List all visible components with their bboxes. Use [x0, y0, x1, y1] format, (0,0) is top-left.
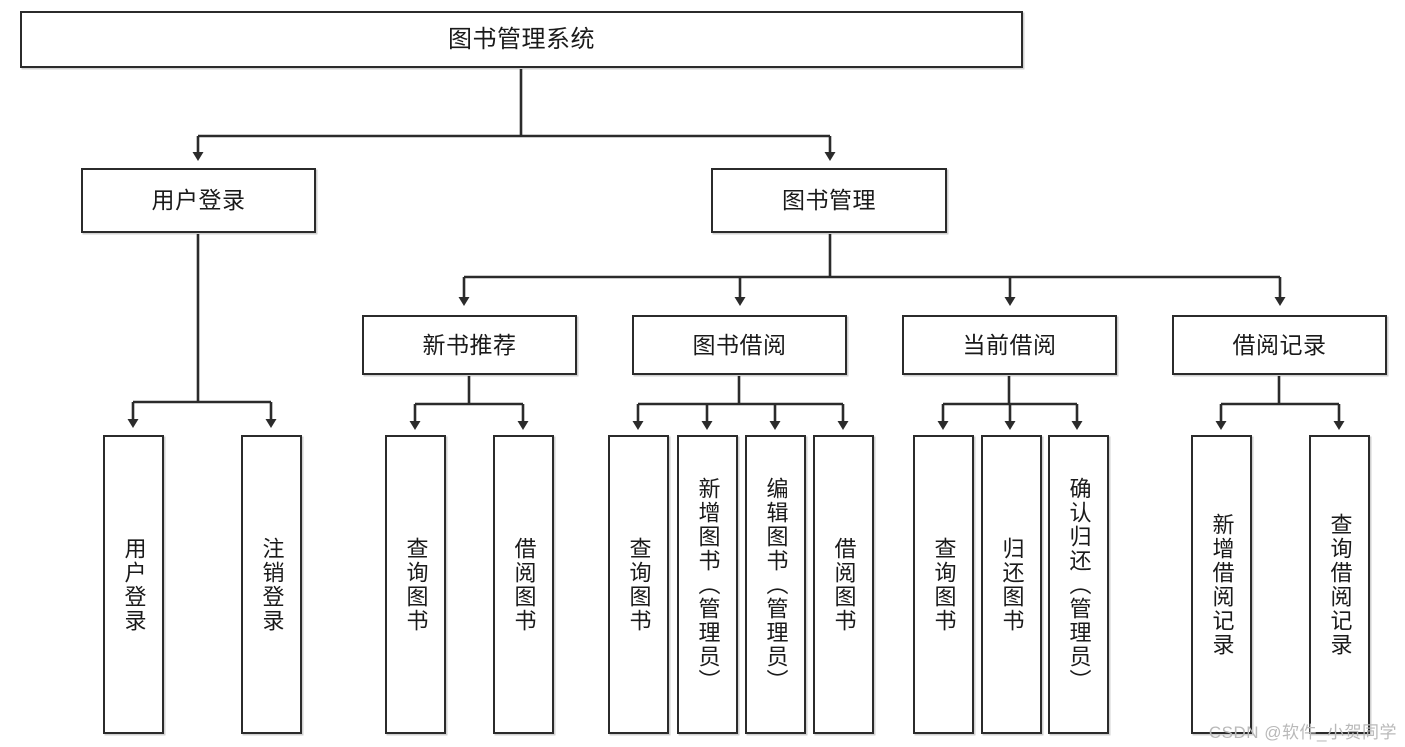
node-current-borrow[interactable]: 当前借阅: [902, 315, 1117, 375]
node-leaf-query-record-label: 查询借阅记录: [1327, 512, 1353, 657]
node-leaf-query-book-1[interactable]: 查询图书: [385, 435, 446, 734]
node-book-manage[interactable]: 图书管理: [711, 168, 947, 233]
node-root-label: 图书管理系统: [448, 25, 595, 53]
node-leaf-user-login-label: 用户登录: [121, 536, 147, 633]
node-book-borrow[interactable]: 图书借阅: [632, 315, 847, 375]
node-leaf-user-login[interactable]: 用户登录: [103, 435, 164, 734]
node-leaf-add-book[interactable]: 新增图书（管理员）: [677, 435, 738, 734]
node-borrow-record[interactable]: 借阅记录: [1172, 315, 1387, 375]
node-leaf-query-book-1-label: 查询图书: [403, 536, 429, 633]
node-leaf-add-record[interactable]: 新增借阅记录: [1191, 435, 1252, 734]
node-user-login-label: 用户登录: [151, 187, 246, 214]
node-new-book-recommend[interactable]: 新书推荐: [362, 315, 577, 375]
node-leaf-confirm-return[interactable]: 确认归还（管理员）: [1048, 435, 1109, 734]
node-leaf-query-book-2-label: 查询图书: [626, 536, 652, 633]
node-leaf-logout[interactable]: 注销登录: [241, 435, 302, 734]
node-book-borrow-label: 图书借阅: [692, 331, 787, 358]
node-book-manage-label: 图书管理: [782, 187, 876, 214]
node-user-login[interactable]: 用户登录: [81, 168, 316, 233]
node-leaf-confirm-return-label: 确认归还（管理员）: [1066, 476, 1092, 693]
node-leaf-return-book[interactable]: 归还图书: [981, 435, 1042, 734]
node-leaf-borrow-book-2-label: 借阅图书: [831, 536, 857, 633]
node-current-borrow-label: 当前借阅: [962, 331, 1057, 358]
node-leaf-logout-label: 注销登录: [259, 536, 285, 633]
node-leaf-edit-book-label: 编辑图书（管理员）: [763, 476, 789, 693]
node-borrow-record-label: 借阅记录: [1232, 331, 1327, 358]
node-leaf-add-record-label: 新增借阅记录: [1209, 512, 1235, 657]
node-leaf-borrow-book-1[interactable]: 借阅图书: [493, 435, 554, 734]
node-leaf-query-book-3[interactable]: 查询图书: [913, 435, 974, 734]
node-leaf-query-book-2[interactable]: 查询图书: [608, 435, 669, 734]
node-leaf-return-book-label: 归还图书: [999, 536, 1025, 633]
node-leaf-edit-book[interactable]: 编辑图书（管理员）: [745, 435, 806, 734]
node-leaf-query-book-3-label: 查询图书: [931, 536, 957, 633]
watermark-text: CSDN @软件_小贺同学: [1208, 723, 1397, 742]
node-leaf-borrow-book-2[interactable]: 借阅图书: [813, 435, 874, 734]
node-root[interactable]: 图书管理系统: [20, 11, 1023, 68]
node-leaf-add-book-label: 新增图书（管理员）: [695, 476, 721, 693]
node-leaf-borrow-book-1-label: 借阅图书: [511, 536, 537, 633]
node-leaf-query-record[interactable]: 查询借阅记录: [1309, 435, 1370, 734]
node-new-book-recommend-label: 新书推荐: [422, 331, 517, 358]
